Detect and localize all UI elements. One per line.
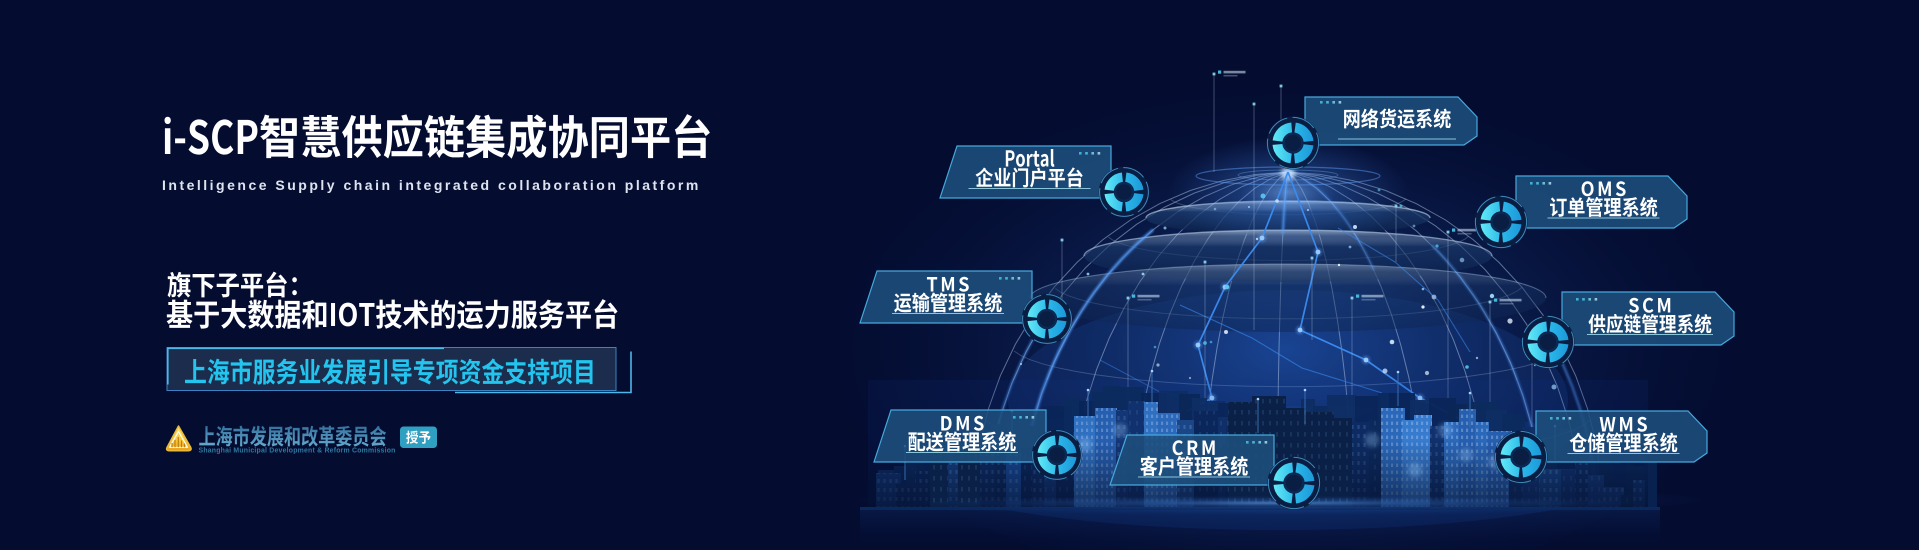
svg-text:Shanghai Municipal Development: Shanghai Municipal Development & Reform … — [199, 448, 396, 455]
svg-text:Intelligence Supply chain inte: Intelligence Supply chain integrated col… — [162, 177, 701, 193]
